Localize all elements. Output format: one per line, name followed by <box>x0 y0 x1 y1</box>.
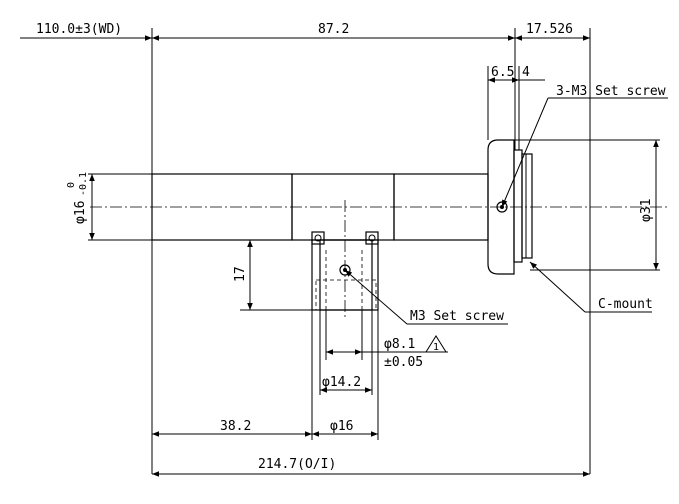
dim-phi16-tol-lower: -0.1 <box>78 172 89 196</box>
dim-phi8-1: φ8.1 <box>384 337 415 352</box>
dimension-texts: 110.0±3(WD) 87.2 17.526 6.5 4 φ16 0 -0.1… <box>36 22 654 472</box>
dim-phi16-port: φ16 <box>330 419 353 434</box>
dim-working-distance: 110.0±3(WD) <box>36 22 122 37</box>
callout-3m3-set-screw: 3-M3 Set screw <box>556 84 666 99</box>
c-mount-ring <box>521 153 533 259</box>
dimension-lines <box>20 35 659 477</box>
note-triangle-icon: 1 <box>425 335 447 353</box>
dim-4: 4 <box>522 65 530 80</box>
note-marker: 1 <box>433 342 439 353</box>
dim-phi14-2: φ14.2 <box>322 375 361 390</box>
dim-phi16-tube: φ16 <box>73 201 88 224</box>
leaders <box>344 97 668 325</box>
dim-17-526: 17.526 <box>526 22 573 37</box>
c-mount-thread <box>513 149 523 263</box>
dim-total-length: 214.7(O/I) <box>258 457 336 472</box>
dim-6-5: 6.5 <box>491 65 514 80</box>
dim-tol-8-1: ±0.05 <box>384 355 423 370</box>
dim-87-2: 87.2 <box>318 22 349 37</box>
dim-phi16-tol-upper: 0 <box>66 182 77 188</box>
lens-body <box>90 139 670 318</box>
mount-flange <box>487 139 515 275</box>
callout-m3-set-screw: M3 Set screw <box>410 309 504 324</box>
dim-phi31: φ31 <box>639 199 654 222</box>
callout-c-mount: C-mount <box>598 297 653 312</box>
dim-38-2: 38.2 <box>220 419 251 434</box>
dim-17: 17 <box>233 266 248 282</box>
callout-texts: 3-M3 Set screw M3 Set screw C-mount <box>410 84 666 324</box>
